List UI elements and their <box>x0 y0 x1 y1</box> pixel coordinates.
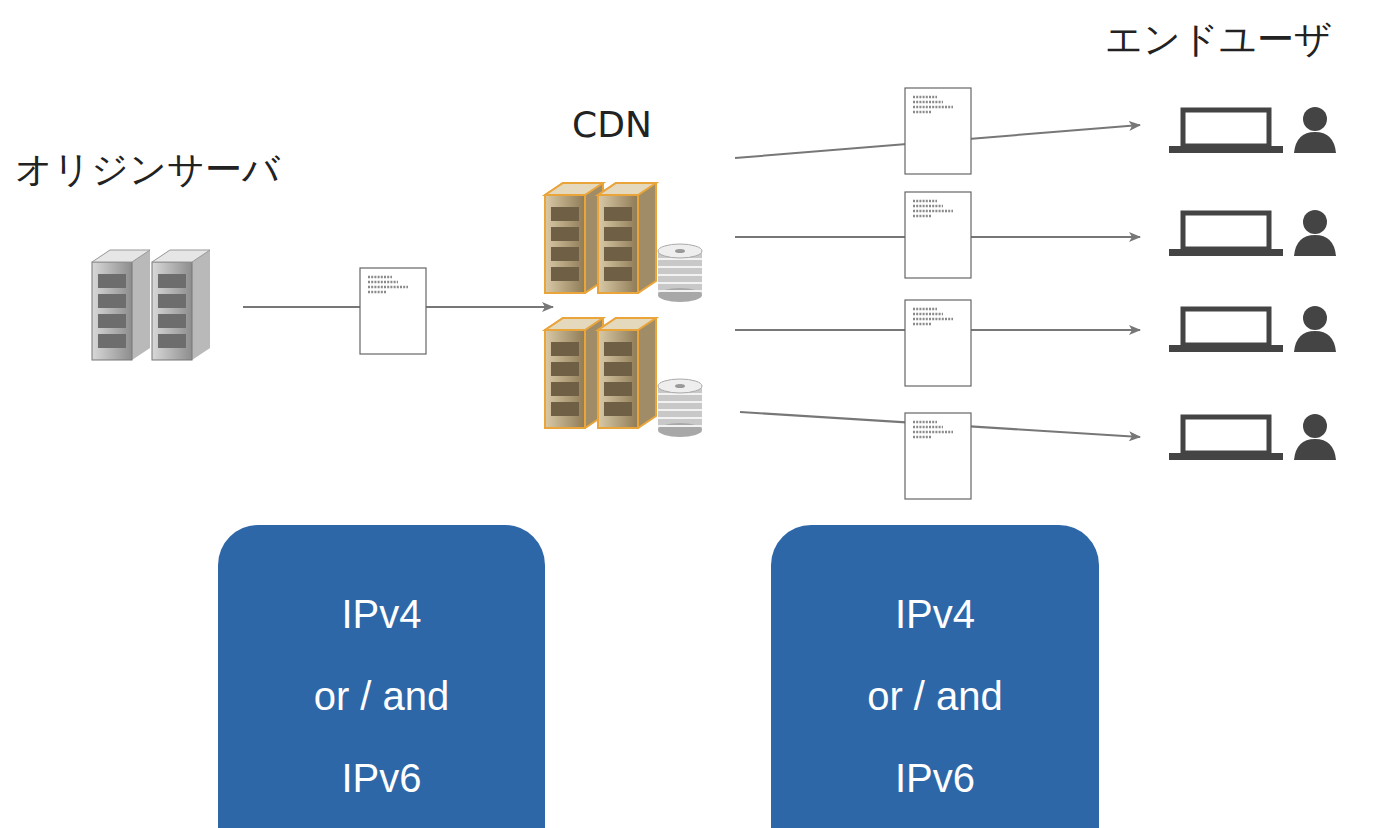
end-user <box>1169 414 1336 460</box>
cdn-server <box>598 318 656 428</box>
origin-server <box>152 250 210 360</box>
part-label: CDN <box>572 103 652 146</box>
part-label: エンドユーザ <box>1105 18 1332 62</box>
content-file <box>905 413 971 499</box>
protocol-text: IPv4 <box>895 573 975 655</box>
origin-server <box>92 250 150 360</box>
content-file <box>905 300 971 386</box>
content-file <box>905 88 971 174</box>
cdn-server <box>545 183 603 293</box>
cache-disk <box>658 244 702 302</box>
end-user <box>1169 306 1336 352</box>
content-file <box>360 268 426 354</box>
cache-disk <box>658 379 702 437</box>
protocol-text: IPv4 <box>341 573 421 655</box>
end-user <box>1169 210 1336 256</box>
protocol-box: IPv4or / andIPv6 <box>218 525 545 828</box>
protocol-text: IPv6 <box>895 737 975 819</box>
cdn-server <box>598 183 656 293</box>
end-user <box>1169 107 1336 153</box>
content-file <box>905 192 971 278</box>
protocol-text: IPv6 <box>341 737 421 819</box>
part-label: オリジンサーバ <box>15 148 280 192</box>
cdn-server <box>545 318 603 428</box>
protocol-text: or / and <box>867 655 1003 737</box>
protocol-text: or / and <box>314 655 450 737</box>
protocol-box: IPv4or / andIPv6 <box>771 525 1099 828</box>
